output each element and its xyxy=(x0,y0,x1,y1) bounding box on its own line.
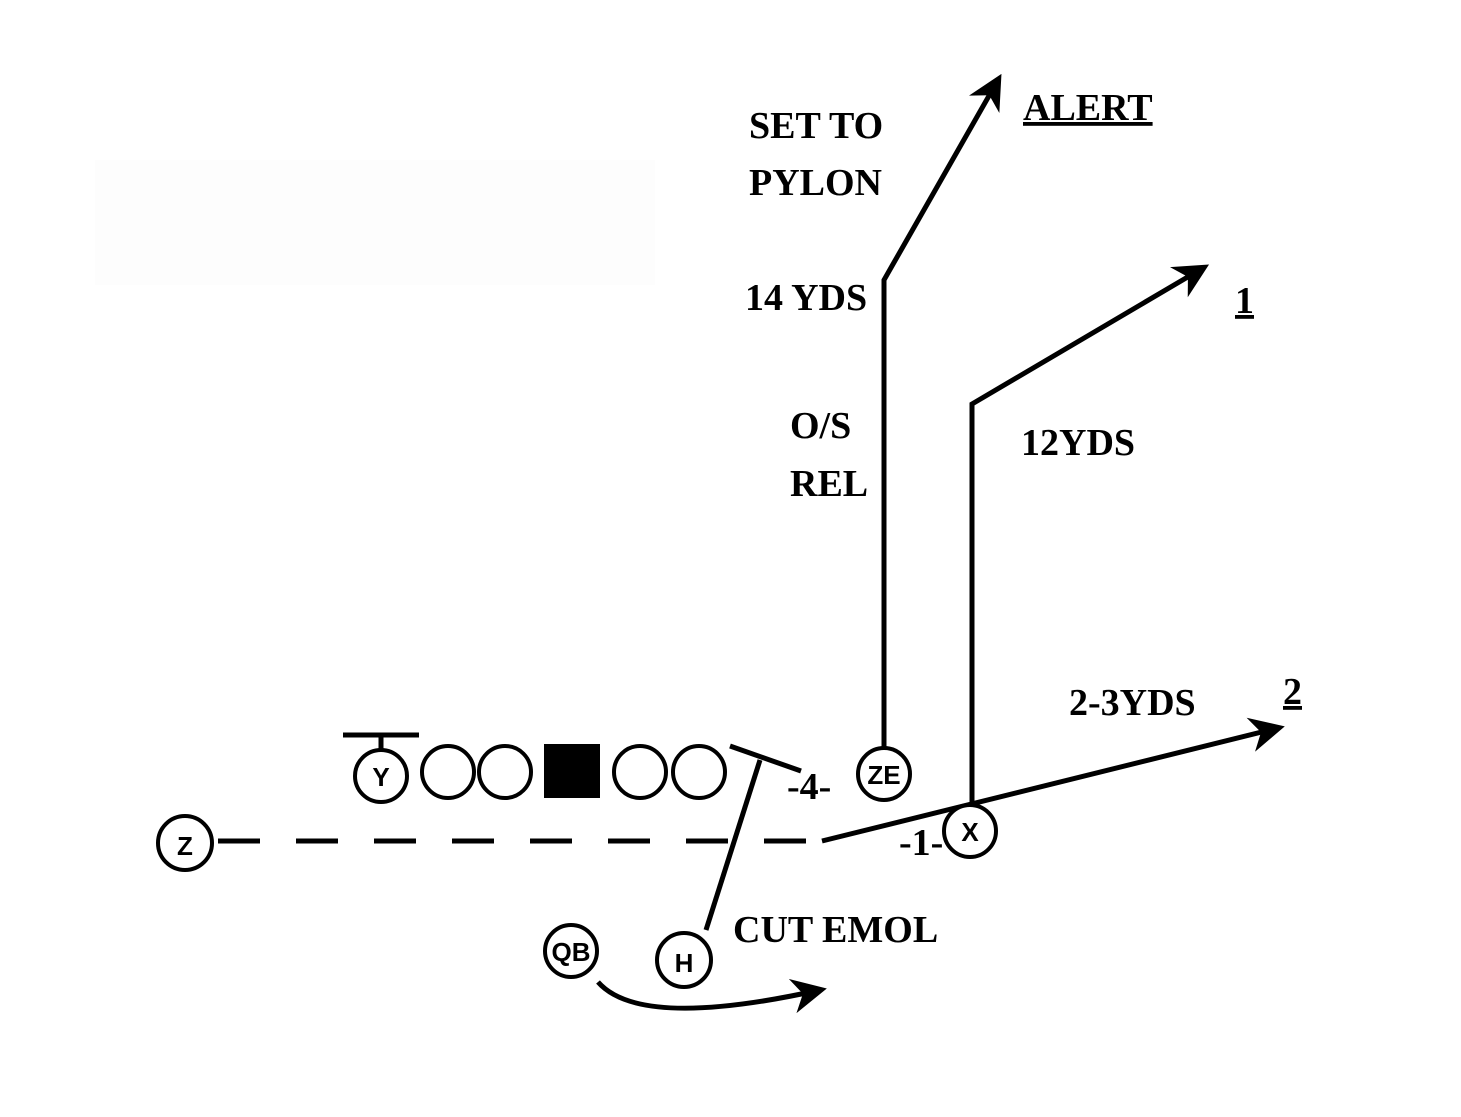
player-qb: QB xyxy=(543,923,599,979)
player-z-label: Z xyxy=(177,831,193,861)
label-split-4: -4- xyxy=(787,766,831,808)
player-h-label: H xyxy=(675,948,694,978)
player-z: Z xyxy=(156,814,214,872)
player-ze-label: ZE xyxy=(867,760,900,790)
label-rel: REL xyxy=(790,463,868,505)
player-x-label: X xyxy=(961,817,979,847)
label-12-yds: 12YDS xyxy=(1021,422,1135,464)
x-corner-route xyxy=(969,264,1210,804)
left-tackle xyxy=(420,744,476,800)
label-pylon: PYLON xyxy=(749,162,882,204)
label-read-1: 1 xyxy=(1235,280,1254,322)
right-tackle xyxy=(671,744,727,800)
label-2-3-yds: 2-3YDS xyxy=(1069,682,1196,724)
ze-pylon-route xyxy=(881,73,1002,748)
label-14-yds: 14 YDS xyxy=(745,277,867,319)
h-block-mark xyxy=(729,743,802,774)
player-qb-label: QB xyxy=(552,937,591,967)
qb-rollout-route xyxy=(596,978,827,1014)
player-h: H xyxy=(655,931,713,989)
label-alert: ALERT xyxy=(1023,87,1153,129)
blank-area xyxy=(95,160,655,285)
center xyxy=(544,744,600,798)
player-y-label: Y xyxy=(372,762,389,792)
label-read-2: 2 xyxy=(1283,671,1302,713)
label-os: O/S xyxy=(790,405,851,447)
z-shallow-route xyxy=(821,717,1285,844)
label-split-1: -1- xyxy=(899,822,943,864)
right-guard xyxy=(612,744,668,800)
player-x: X xyxy=(942,803,998,859)
player-y: Y xyxy=(353,748,409,804)
player-ze: ZE xyxy=(856,746,912,802)
label-set-to: SET TO xyxy=(749,105,883,147)
h-cut-path xyxy=(703,759,763,931)
left-guard xyxy=(477,744,533,800)
label-cut-emol: CUT EMOL xyxy=(733,909,938,951)
